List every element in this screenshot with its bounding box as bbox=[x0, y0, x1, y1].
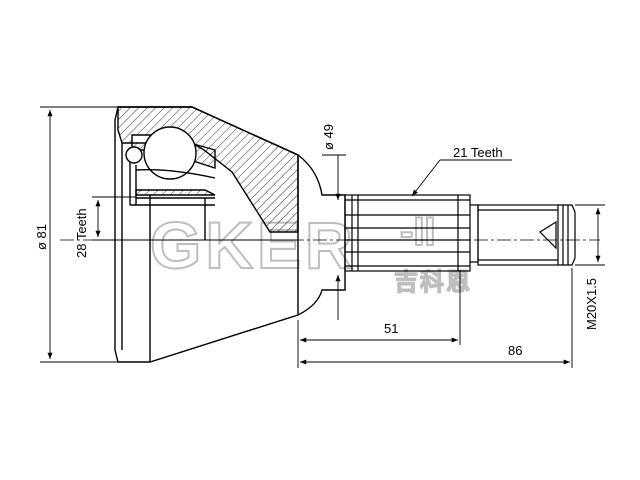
watermark: GKER -II 吉科恩 bbox=[149, 207, 472, 297]
spline-shaft bbox=[344, 194, 479, 272]
dim-inner-teeth bbox=[92, 196, 136, 241]
dim-thread bbox=[575, 204, 605, 266]
label-outer-diameter: ø 81 bbox=[34, 224, 49, 250]
dim-length-total bbox=[300, 268, 573, 368]
dim-outer-diameter bbox=[40, 106, 128, 363]
label-length-spline: 51 bbox=[384, 321, 398, 336]
label-length-total: 86 bbox=[508, 343, 522, 358]
ball-bearing-small bbox=[125, 146, 143, 164]
outer-bell-housing bbox=[114, 106, 299, 363]
dim-length-spline bbox=[297, 270, 461, 368]
label-inner-teeth: 28 Teeth bbox=[74, 208, 89, 258]
watermark-suffix: -II bbox=[400, 210, 436, 254]
label-outer-teeth: 21 Teeth bbox=[453, 145, 503, 160]
watermark-chinese: 吉科恩 bbox=[394, 269, 472, 296]
ball-bearing bbox=[143, 126, 197, 180]
label-thread: M20X1.5 bbox=[584, 278, 599, 330]
label-seal-diameter: ø 49 bbox=[321, 124, 336, 150]
dim-outer-teeth bbox=[411, 159, 512, 197]
dim-seal-diameter bbox=[322, 154, 346, 320]
watermark-brand: GKER bbox=[150, 208, 357, 282]
threaded-end bbox=[477, 204, 576, 266]
